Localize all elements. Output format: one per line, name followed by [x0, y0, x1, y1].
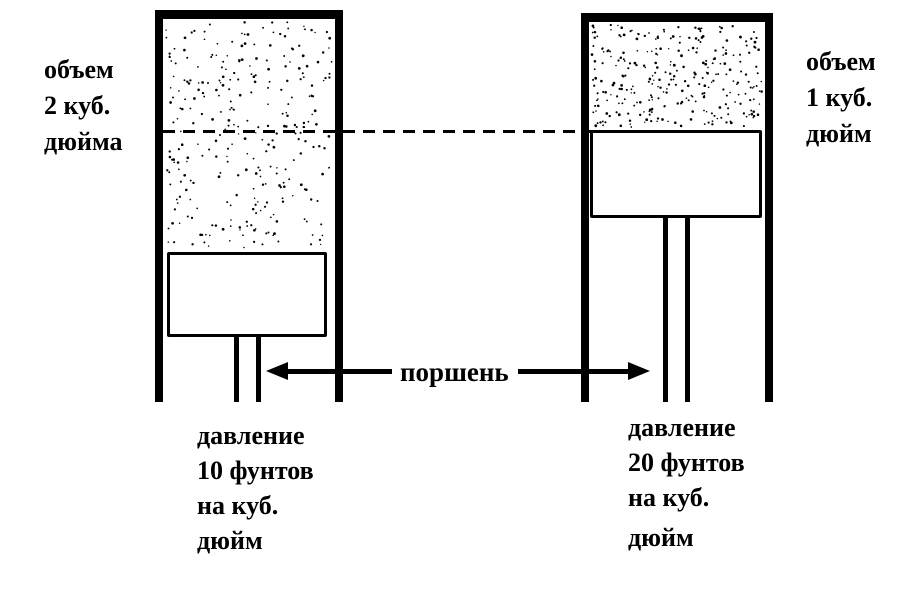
- left-arrow-shaft: [284, 369, 392, 374]
- right-gas-region: [590, 23, 763, 128]
- left-cylinder-right-wall: [335, 10, 343, 402]
- left-pressure-line-1: давление: [197, 421, 305, 450]
- right-arrow-shaft: [518, 369, 628, 374]
- left-cylinder-left-wall: [155, 10, 163, 402]
- left-volume-line-1: объем: [44, 55, 114, 84]
- right-pressure-line-1: давление: [628, 413, 736, 442]
- left-cylinder-top-wall: [155, 10, 343, 19]
- left-pressure-line-3: на куб.: [197, 491, 279, 520]
- left-volume-line-3: дюйма: [44, 127, 123, 156]
- left-piston-rod-line-a: [234, 337, 239, 402]
- left-volume-label: объем 2 куб. дюйма: [44, 52, 123, 160]
- left-piston: [167, 252, 327, 337]
- right-pressure-line-2: 20 фунтов: [628, 448, 745, 477]
- right-arrow-icon: [628, 362, 650, 380]
- right-cylinder-top-wall: [581, 13, 773, 22]
- right-piston: [590, 130, 762, 218]
- right-pressure-line-4: дюйм: [628, 523, 694, 552]
- left-piston-rod-line-b: [256, 337, 261, 402]
- left-pressure-line-2: 10 фунтов: [197, 456, 314, 485]
- volume-reference-dashed-line: [163, 130, 593, 133]
- left-arrow-icon: [266, 362, 288, 380]
- right-piston-rod-line-b: [685, 218, 690, 402]
- right-piston-rod-line-a: [663, 218, 668, 402]
- right-volume-label: объем 1 куб. дюйм: [806, 44, 876, 152]
- right-volume-line-3: дюйм: [806, 119, 872, 148]
- left-pressure-line-4: дюйм: [197, 526, 263, 555]
- right-volume-line-1: объем: [806, 47, 876, 76]
- right-pressure-label: давление 20 фунтов на куб. дюйм: [628, 410, 745, 555]
- left-volume-line-2: 2 куб.: [44, 91, 111, 120]
- piston-label: поршень: [400, 357, 509, 387]
- right-cylinder-left-wall: [581, 13, 589, 402]
- left-pressure-label: давление 10 фунтов на куб. дюйм: [197, 418, 314, 558]
- right-pressure-line-3: на куб.: [628, 483, 710, 512]
- left-gas-region: [165, 21, 333, 249]
- right-volume-line-2: 1 куб.: [806, 83, 873, 112]
- right-cylinder-right-wall: [765, 13, 773, 402]
